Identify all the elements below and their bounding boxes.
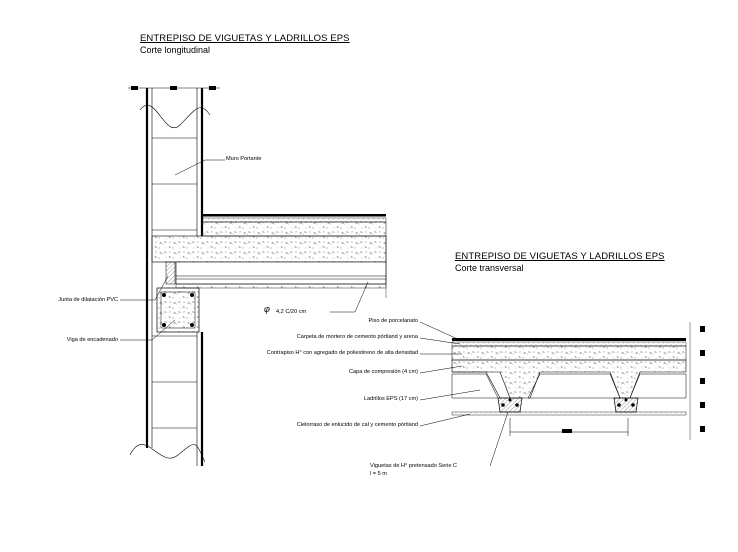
transversal-leaders	[419, 321, 509, 467]
transversal-subtitle: Corte transversal	[455, 263, 524, 273]
label-viga-encadenado: Viga de encadenado	[66, 337, 118, 343]
compression-layer	[451, 359, 687, 399]
longitudinal-subtitle: Corte longitudinal	[140, 45, 211, 55]
load-bearing-wall	[129, 88, 211, 466]
precast-joists	[497, 397, 639, 413]
label-viguetas: Viguetas de H° pretensado Serie C	[370, 463, 458, 469]
label-muro-portante: Muro Portante	[226, 156, 262, 162]
eps-blocks	[451, 373, 687, 399]
label-phi-symbol: φ	[264, 304, 270, 314]
longitudinal-leaders	[120, 159, 369, 341]
longitudinal-section	[120, 86, 387, 466]
transversal-edge-marks	[689, 322, 705, 440]
dimension-line	[509, 418, 629, 436]
transversal-title: ENTREPISO DE VIGUETAS Y LADRILLOS EPS	[455, 251, 665, 262]
label-piso-porcelanato: Piso de porcelanato	[368, 318, 418, 324]
ceiling-plaster	[451, 411, 687, 416]
floor-finish-layers	[451, 338, 687, 361]
label-ladrillos-eps: Ladrillos EPS (17 cm)	[363, 396, 418, 402]
bond-beam	[156, 287, 200, 333]
slab-concrete	[151, 235, 387, 298]
label-carpeta-mortero: Carpeta de mortero de cemento pórtland y…	[296, 334, 418, 340]
label-cielorraso: Cielorraso de enlucido de cal y cemento …	[296, 422, 418, 428]
transversal-section	[419, 321, 705, 467]
label-junta-dilatacion: Junta de dilatación PVC	[58, 297, 118, 303]
label-longitud: l = 5 m	[370, 471, 387, 477]
wall-top-marks	[128, 86, 220, 90]
label-rebar-spacing: 4,2 C/20 cm	[276, 309, 307, 315]
label-capa-compresion: Capa de compresión (4 cm)	[348, 369, 418, 375]
longitudinal-title: ENTREPISO DE VIGUETAS Y LADRILLOS EPS	[140, 33, 350, 44]
expansion-joint	[165, 261, 176, 285]
slab-finish-layers	[201, 214, 387, 237]
label-contrapiso: Contrapiso H° con agregado de poliestire…	[266, 350, 418, 356]
